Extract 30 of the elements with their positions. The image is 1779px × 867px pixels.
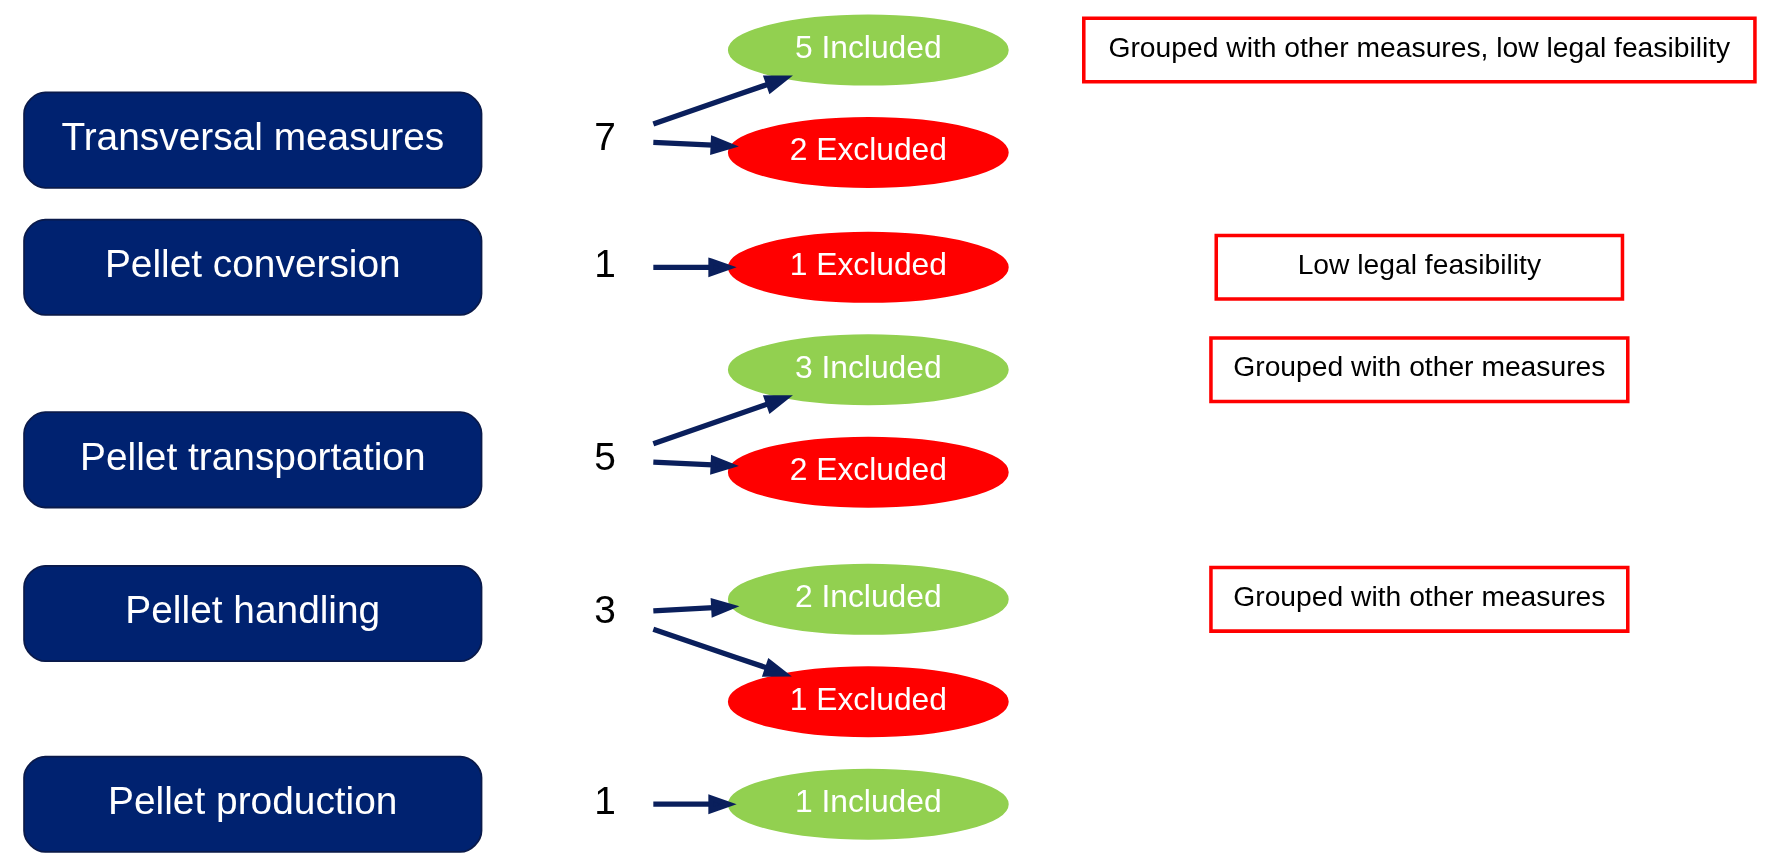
node-ellipse: 3 Included [727, 334, 1009, 406]
node-box: Transversal measures [23, 91, 483, 189]
arrow [653, 794, 737, 815]
node-ellipse: 1 Included [727, 768, 1009, 840]
node-box: Pellet transportation [23, 411, 483, 509]
arrow [652, 75, 793, 127]
arrow [652, 626, 792, 677]
arrow [653, 454, 739, 475]
arrow [652, 395, 793, 447]
node-ellipse: 2 Included [727, 563, 1009, 635]
arrow [653, 597, 740, 618]
node-box: Grouped with other measures [1209, 336, 1630, 404]
node-box: Pellet production [23, 755, 483, 853]
node-text: 7 [594, 115, 616, 159]
node-box: Grouped with other measures, low legal feasibility [1082, 16, 1757, 84]
arrow [653, 135, 739, 155]
node-text: 1 [594, 242, 616, 286]
node-ellipse: 1 Excluded [727, 231, 1009, 303]
arrow [653, 257, 737, 278]
node-text: 5 [594, 434, 616, 478]
node-text: 3 [594, 588, 616, 632]
node-box: Pellet conversion [23, 218, 483, 316]
node-box: Pellet handling [23, 564, 483, 663]
node-ellipse: 5 Included [727, 14, 1009, 86]
node-ellipse: 1 Excluded [727, 666, 1009, 738]
node-ellipse: 2 Excluded [727, 436, 1009, 508]
node-box: Grouped with other measures [1209, 565, 1630, 633]
node-box: Low legal feasibility [1214, 233, 1625, 301]
node-text: 1 [594, 779, 616, 823]
node-ellipse: 2 Excluded [727, 117, 1009, 188]
